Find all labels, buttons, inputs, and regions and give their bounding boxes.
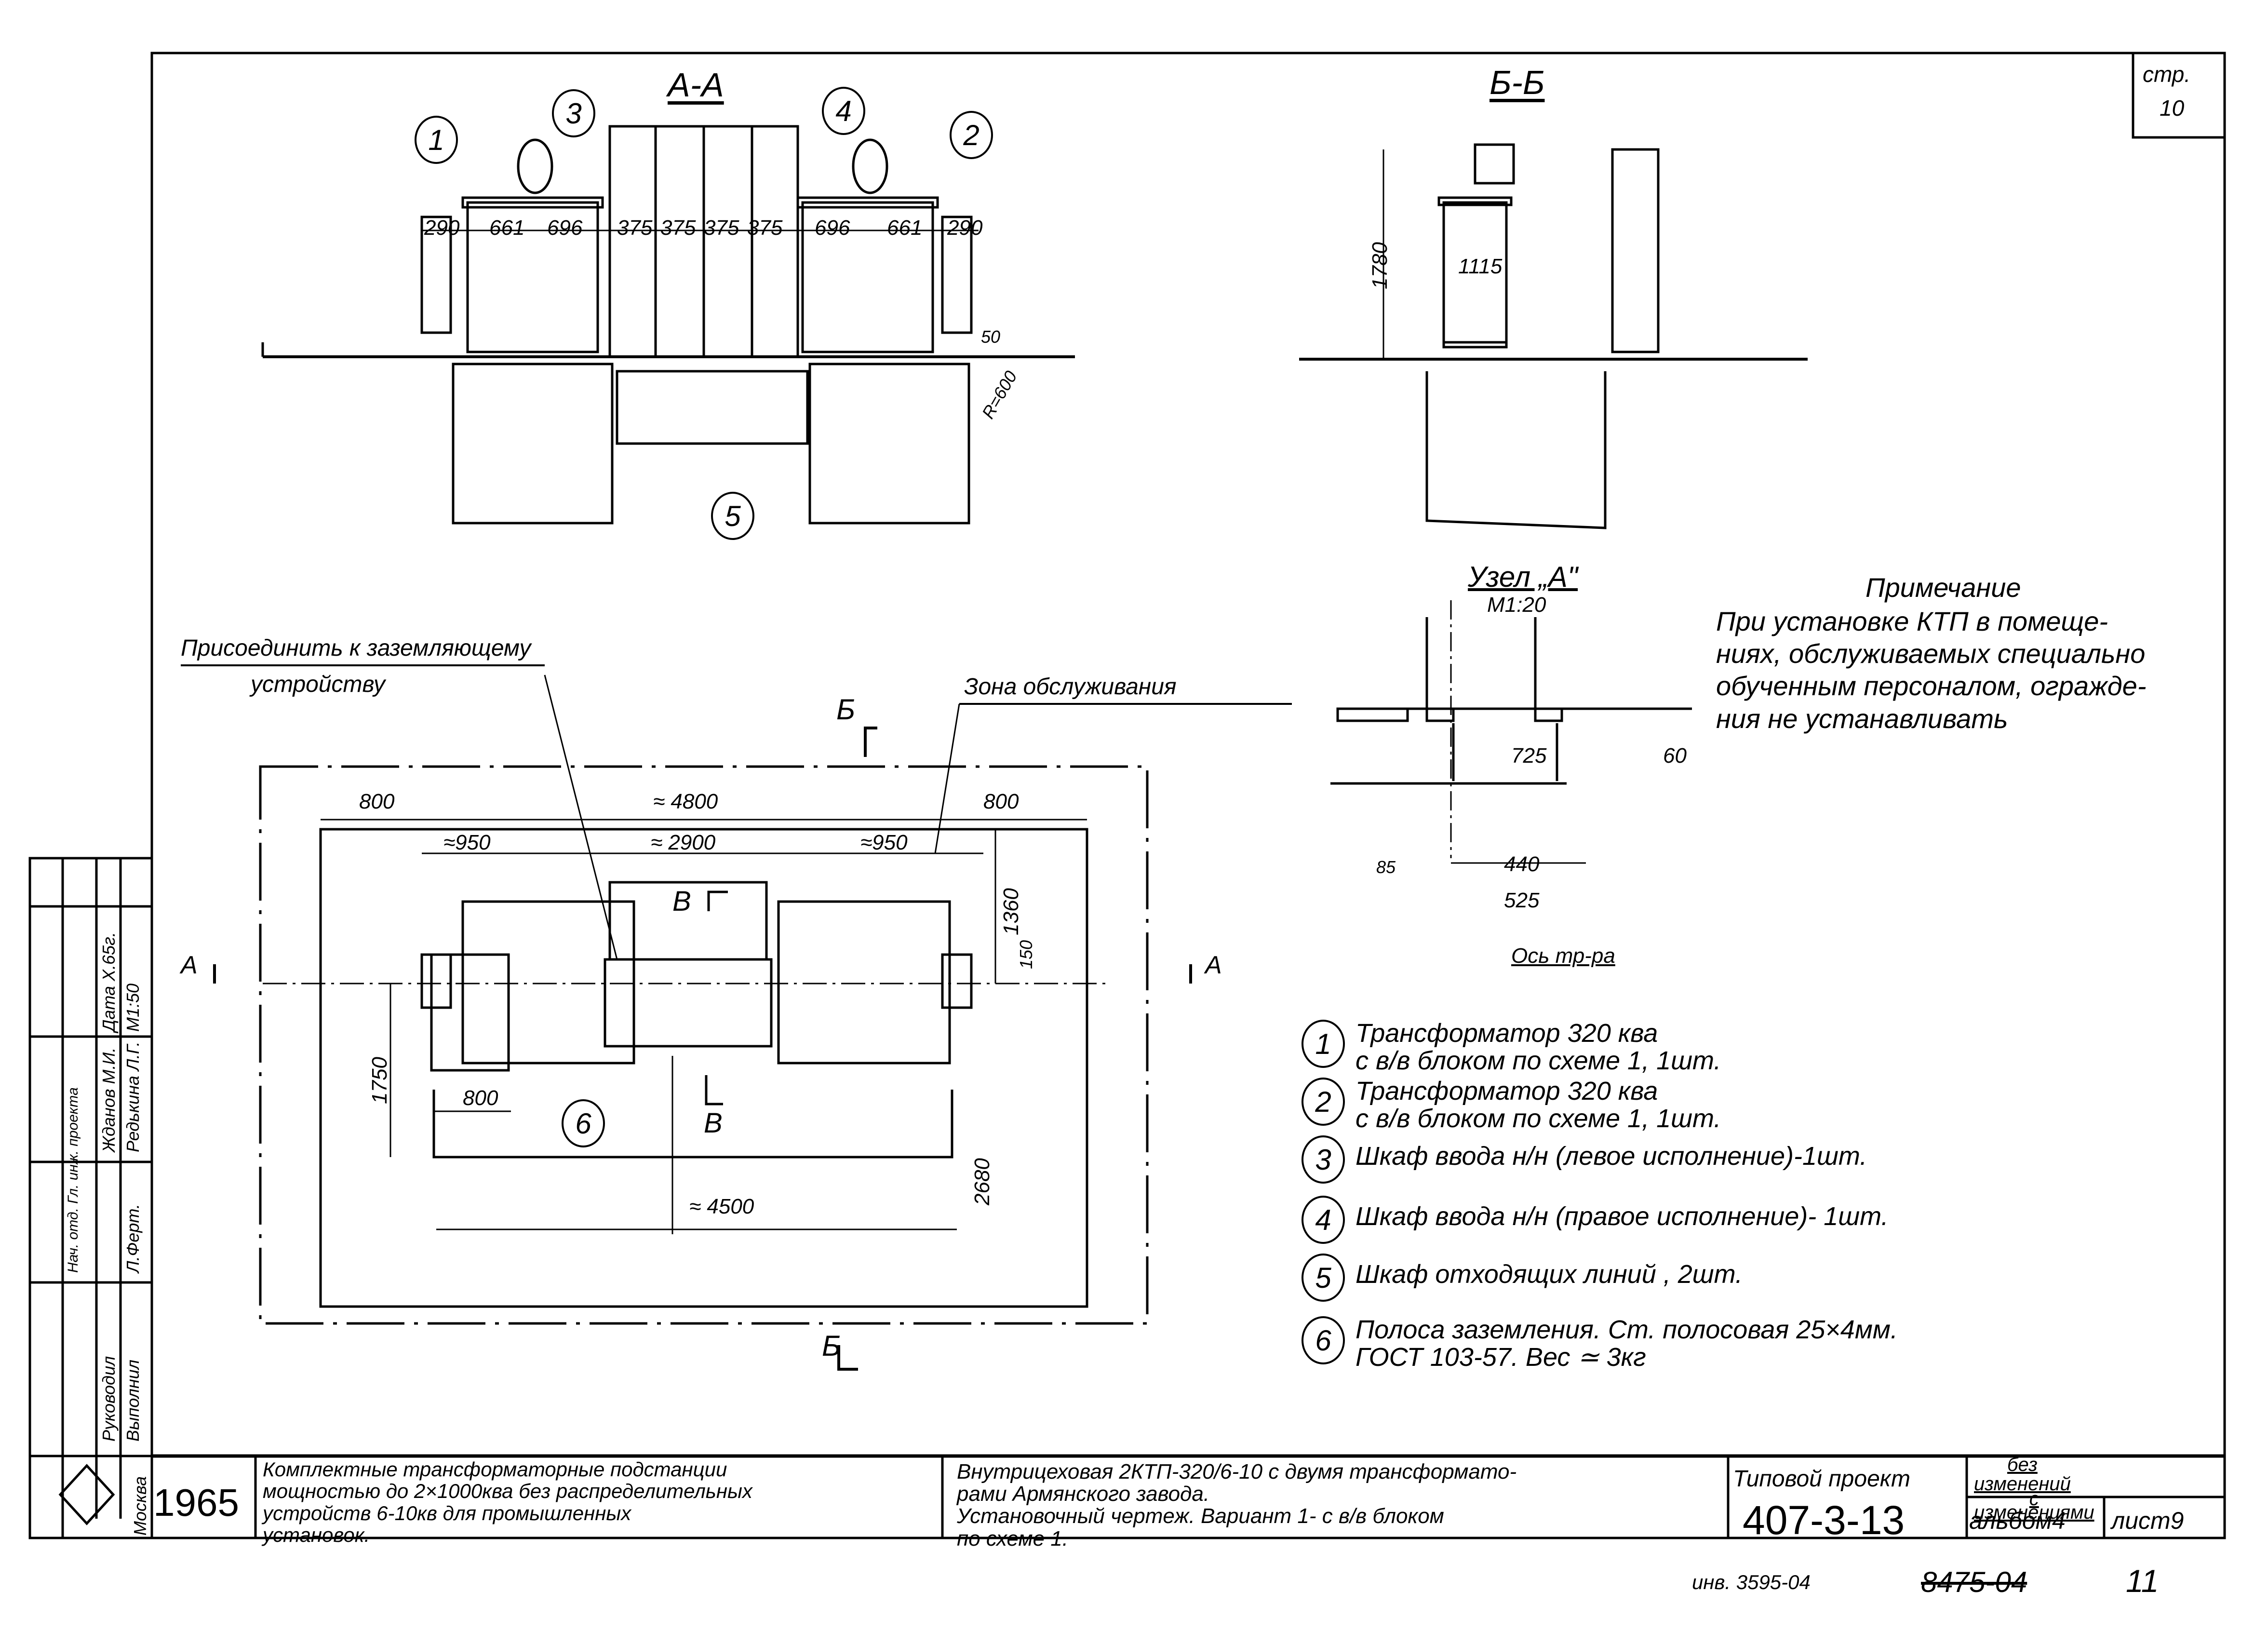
stamp-date: Дата Х.65г. — [99, 932, 119, 1032]
callout-6: 6 — [562, 1099, 605, 1147]
dim-label: 2680 — [970, 1158, 994, 1205]
dim-label-width: 1115 — [1458, 255, 1503, 278]
section-aa-title: А-А — [668, 66, 724, 104]
dim-label: 440 — [1504, 852, 1540, 876]
dim-label: 800 — [463, 1086, 498, 1110]
stamp-header: Нач. отд. Гл. инж. проекта — [65, 1087, 81, 1273]
dim-label: 60 — [1663, 744, 1687, 768]
note-text: При установке КТП в помеще- ниях, обслуж… — [1716, 606, 2147, 734]
inventory-number: инв. 3595-04 — [1692, 1571, 1811, 1593]
dim-label: 50 — [981, 327, 1001, 347]
ground-connection-label-line2: устройству — [251, 672, 385, 697]
stamp-name-2: Редькина Л.Г. — [123, 1041, 143, 1152]
status-with-changes: с изменениями — [1974, 1488, 2094, 1523]
project-number: 407-3-13 — [1743, 1497, 1905, 1543]
dim-label: 290 — [424, 216, 460, 240]
drawing-title: Внутрицеховая 2КТП-320/6-10 с двумя тран… — [957, 1460, 1517, 1551]
stamp-frame — [28, 857, 153, 1539]
legend-text: Полоса заземления. Ст. полосовая 25×4мм.… — [1355, 1315, 1898, 1372]
album-number: альбом4 — [1969, 1507, 2066, 1534]
sheet-total-page: 11 — [2126, 1563, 2159, 1599]
dim-label: 800 — [983, 790, 1019, 813]
legend-item: 2 Трансформатор 320 ква с в/в блоком по … — [1302, 1078, 1721, 1132]
node-a-axis-label: Ось тр-ра — [1511, 944, 1615, 968]
year: 1965 — [153, 1481, 239, 1524]
service-zone-label: Зона обслуживания — [964, 674, 1177, 700]
callout-1: 1 — [415, 116, 458, 164]
stamp-city: Москва — [130, 1476, 150, 1536]
crossed-number: 8475-04 — [1921, 1566, 2027, 1598]
note-heading: Примечание — [1865, 572, 2021, 603]
legend-number: 3 — [1302, 1135, 1345, 1184]
stamp-name-1: Жданов М.И. — [99, 1047, 119, 1152]
legend-number: 2 — [1302, 1078, 1345, 1126]
institute-logo-diamond — [58, 1464, 115, 1525]
project-label: Типовой проект — [1733, 1466, 1910, 1492]
legend-number: 1 — [1302, 1020, 1345, 1068]
dim-label: 375 — [704, 216, 739, 240]
legend-text: Шкаф отходящих линий , 2шт. — [1355, 1260, 1743, 1289]
cut-v-bottom: В — [704, 1107, 723, 1139]
page-number-box — [2132, 52, 2226, 139]
node-a-title: Узел „А" — [1468, 561, 1578, 593]
legend-text: Шкаф ввода н/н (левое исполнение)-1шт. — [1355, 1142, 1867, 1171]
dim-label: ≈ 4800 — [653, 790, 718, 813]
dim-label: 1750 — [368, 1057, 391, 1104]
dim-label: 375 — [617, 216, 653, 240]
legend-text: Трансформатор 320 ква с в/в блоком по сх… — [1355, 1077, 1721, 1133]
dim-label: ≈950 — [443, 831, 491, 854]
section-bb-title: Б-Б — [1490, 64, 1545, 101]
legend-number: 5 — [1302, 1254, 1345, 1302]
legend-text: Трансформатор 320 ква с в/в блоком по сх… — [1355, 1019, 1721, 1075]
legend-item: 4 Шкаф ввода н/н (правое исполнение)- 1ш… — [1302, 1196, 1889, 1244]
status-without-changes: без изменений — [1974, 1454, 2071, 1495]
dim-label: 1360 — [999, 888, 1023, 935]
dim-label: 725 — [1511, 744, 1547, 768]
dim-label: ≈950 — [860, 831, 908, 854]
dim-label: 661 — [489, 216, 525, 240]
cut-b-top: Б — [836, 693, 856, 726]
legend-item: 5 Шкаф отходящих линий , 2шт. — [1302, 1254, 1743, 1302]
dim-label-height: 1780 — [1368, 242, 1392, 289]
stamp-role-1: Руководил — [99, 1356, 119, 1442]
legend-item: 6 Полоса заземления. Ст. полосовая 25×4м… — [1302, 1316, 1898, 1371]
node-a-scale: М1:20 — [1487, 593, 1546, 617]
dim-label: 375 — [747, 216, 783, 240]
sheet-frame — [150, 52, 2226, 1539]
dim-label: 800 — [359, 790, 395, 813]
callout-2: 2 — [950, 111, 993, 159]
dim-label: 696 — [547, 216, 583, 240]
dim-label: 150 — [1016, 940, 1036, 969]
dim-label: 661 — [887, 216, 923, 240]
cut-v-top: В — [672, 886, 691, 917]
dim-label: 290 — [947, 216, 983, 240]
series-title: Комплектные трансформаторные подстанции … — [263, 1458, 752, 1547]
legend-number: 6 — [1302, 1316, 1345, 1364]
cut-a-left: А — [181, 951, 198, 979]
sheet-number: лист9 — [2111, 1507, 2184, 1534]
page-number: 10 — [2160, 95, 2185, 121]
cut-a-right: А — [1205, 951, 1222, 979]
callout-4: 4 — [822, 87, 865, 135]
dim-label: 85 — [1376, 857, 1396, 877]
stamp-signature: Л.Ферт. — [123, 1204, 143, 1273]
dim-label: 375 — [660, 216, 696, 240]
dim-label: 696 — [815, 216, 850, 240]
dim-label: ≈ 2900 — [651, 831, 716, 854]
legend-item: 1 Трансформатор 320 ква с в/в блоком по … — [1302, 1020, 1721, 1074]
dim-label: ≈ 4500 — [689, 1195, 754, 1218]
ground-connection-label-line1: Присоединить к заземляющему — [181, 635, 531, 661]
callout-5: 5 — [711, 492, 754, 540]
dim-label: 525 — [1504, 889, 1540, 912]
legend-number: 4 — [1302, 1196, 1345, 1244]
callout-3: 3 — [552, 89, 595, 137]
stamp-scale: М1:50 — [123, 983, 143, 1032]
page-label: стр. — [2143, 62, 2191, 87]
legend-item: 3 Шкаф ввода н/н (левое исполнение)-1шт. — [1302, 1135, 1867, 1184]
legend-text: Шкаф ввода н/н (правое исполнение)- 1шт. — [1355, 1202, 1889, 1231]
cut-b-bottom: Б — [822, 1330, 841, 1362]
stamp-role-2: Выполнил — [123, 1360, 143, 1442]
